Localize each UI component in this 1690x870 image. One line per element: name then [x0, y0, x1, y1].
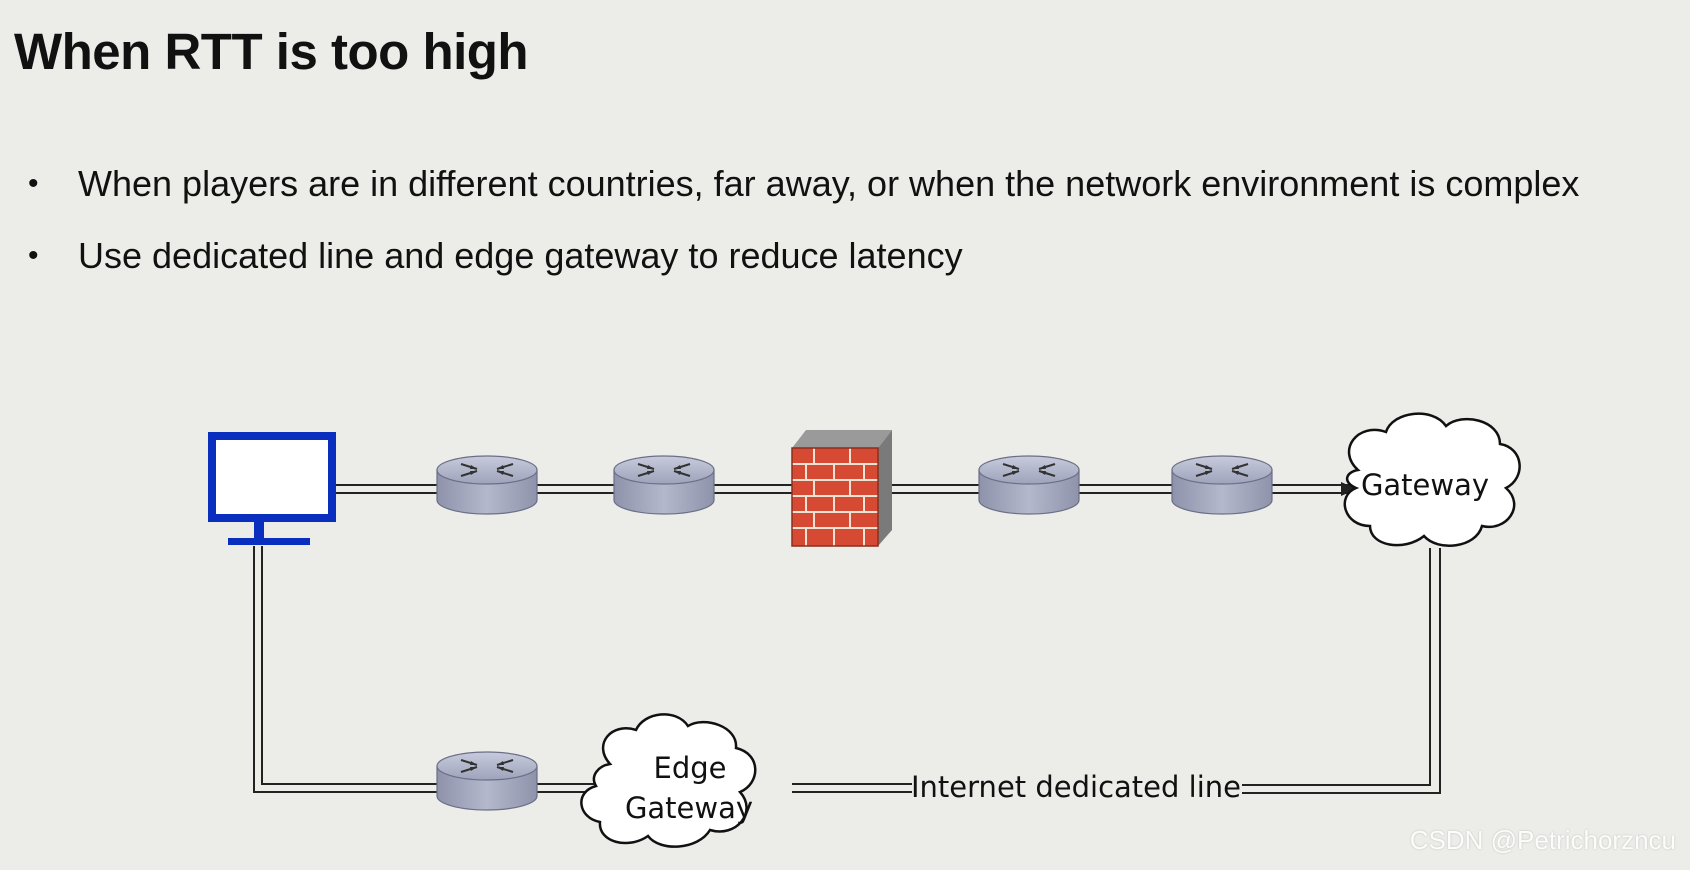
router-icon	[436, 455, 538, 515]
edge-gateway-label-line1: Edge	[654, 751, 727, 785]
router-icon	[1171, 455, 1273, 515]
gateway-cloud-icon	[1343, 412, 1521, 547]
dedicated-line-label: Internet dedicated line	[911, 770, 1241, 804]
bullet-dot-icon: •	[28, 239, 39, 272]
router-icon	[613, 455, 715, 515]
edge-gateway-label-line2: Gateway	[625, 791, 753, 825]
bullet-item: • Use dedicated line and edge gateway to…	[22, 220, 1662, 292]
firewall-icon	[791, 430, 892, 547]
computer-monitor-icon	[208, 432, 336, 545]
router-icon	[978, 455, 1080, 515]
slide-title: When RTT is too high	[14, 23, 529, 80]
watermark: CSDN @Petrichorzncu	[1409, 825, 1676, 855]
bullet-list: • When players are in different countrie…	[22, 148, 1662, 292]
router-icon	[436, 751, 538, 811]
bullet-text: Use dedicated line and edge gateway to r…	[78, 235, 963, 276]
bullet-item: • When players are in different countrie…	[22, 148, 1662, 220]
bullet-dot-icon: •	[28, 167, 39, 200]
edge-gateway-cloud-icon	[580, 713, 757, 848]
bullet-text: When players are in different countries,…	[78, 163, 1580, 204]
gateway-arrow-icon	[1341, 482, 1357, 496]
right-link-line	[1242, 548, 1441, 794]
left-link-line	[253, 546, 437, 793]
gateway-label: Gateway	[1361, 468, 1489, 502]
